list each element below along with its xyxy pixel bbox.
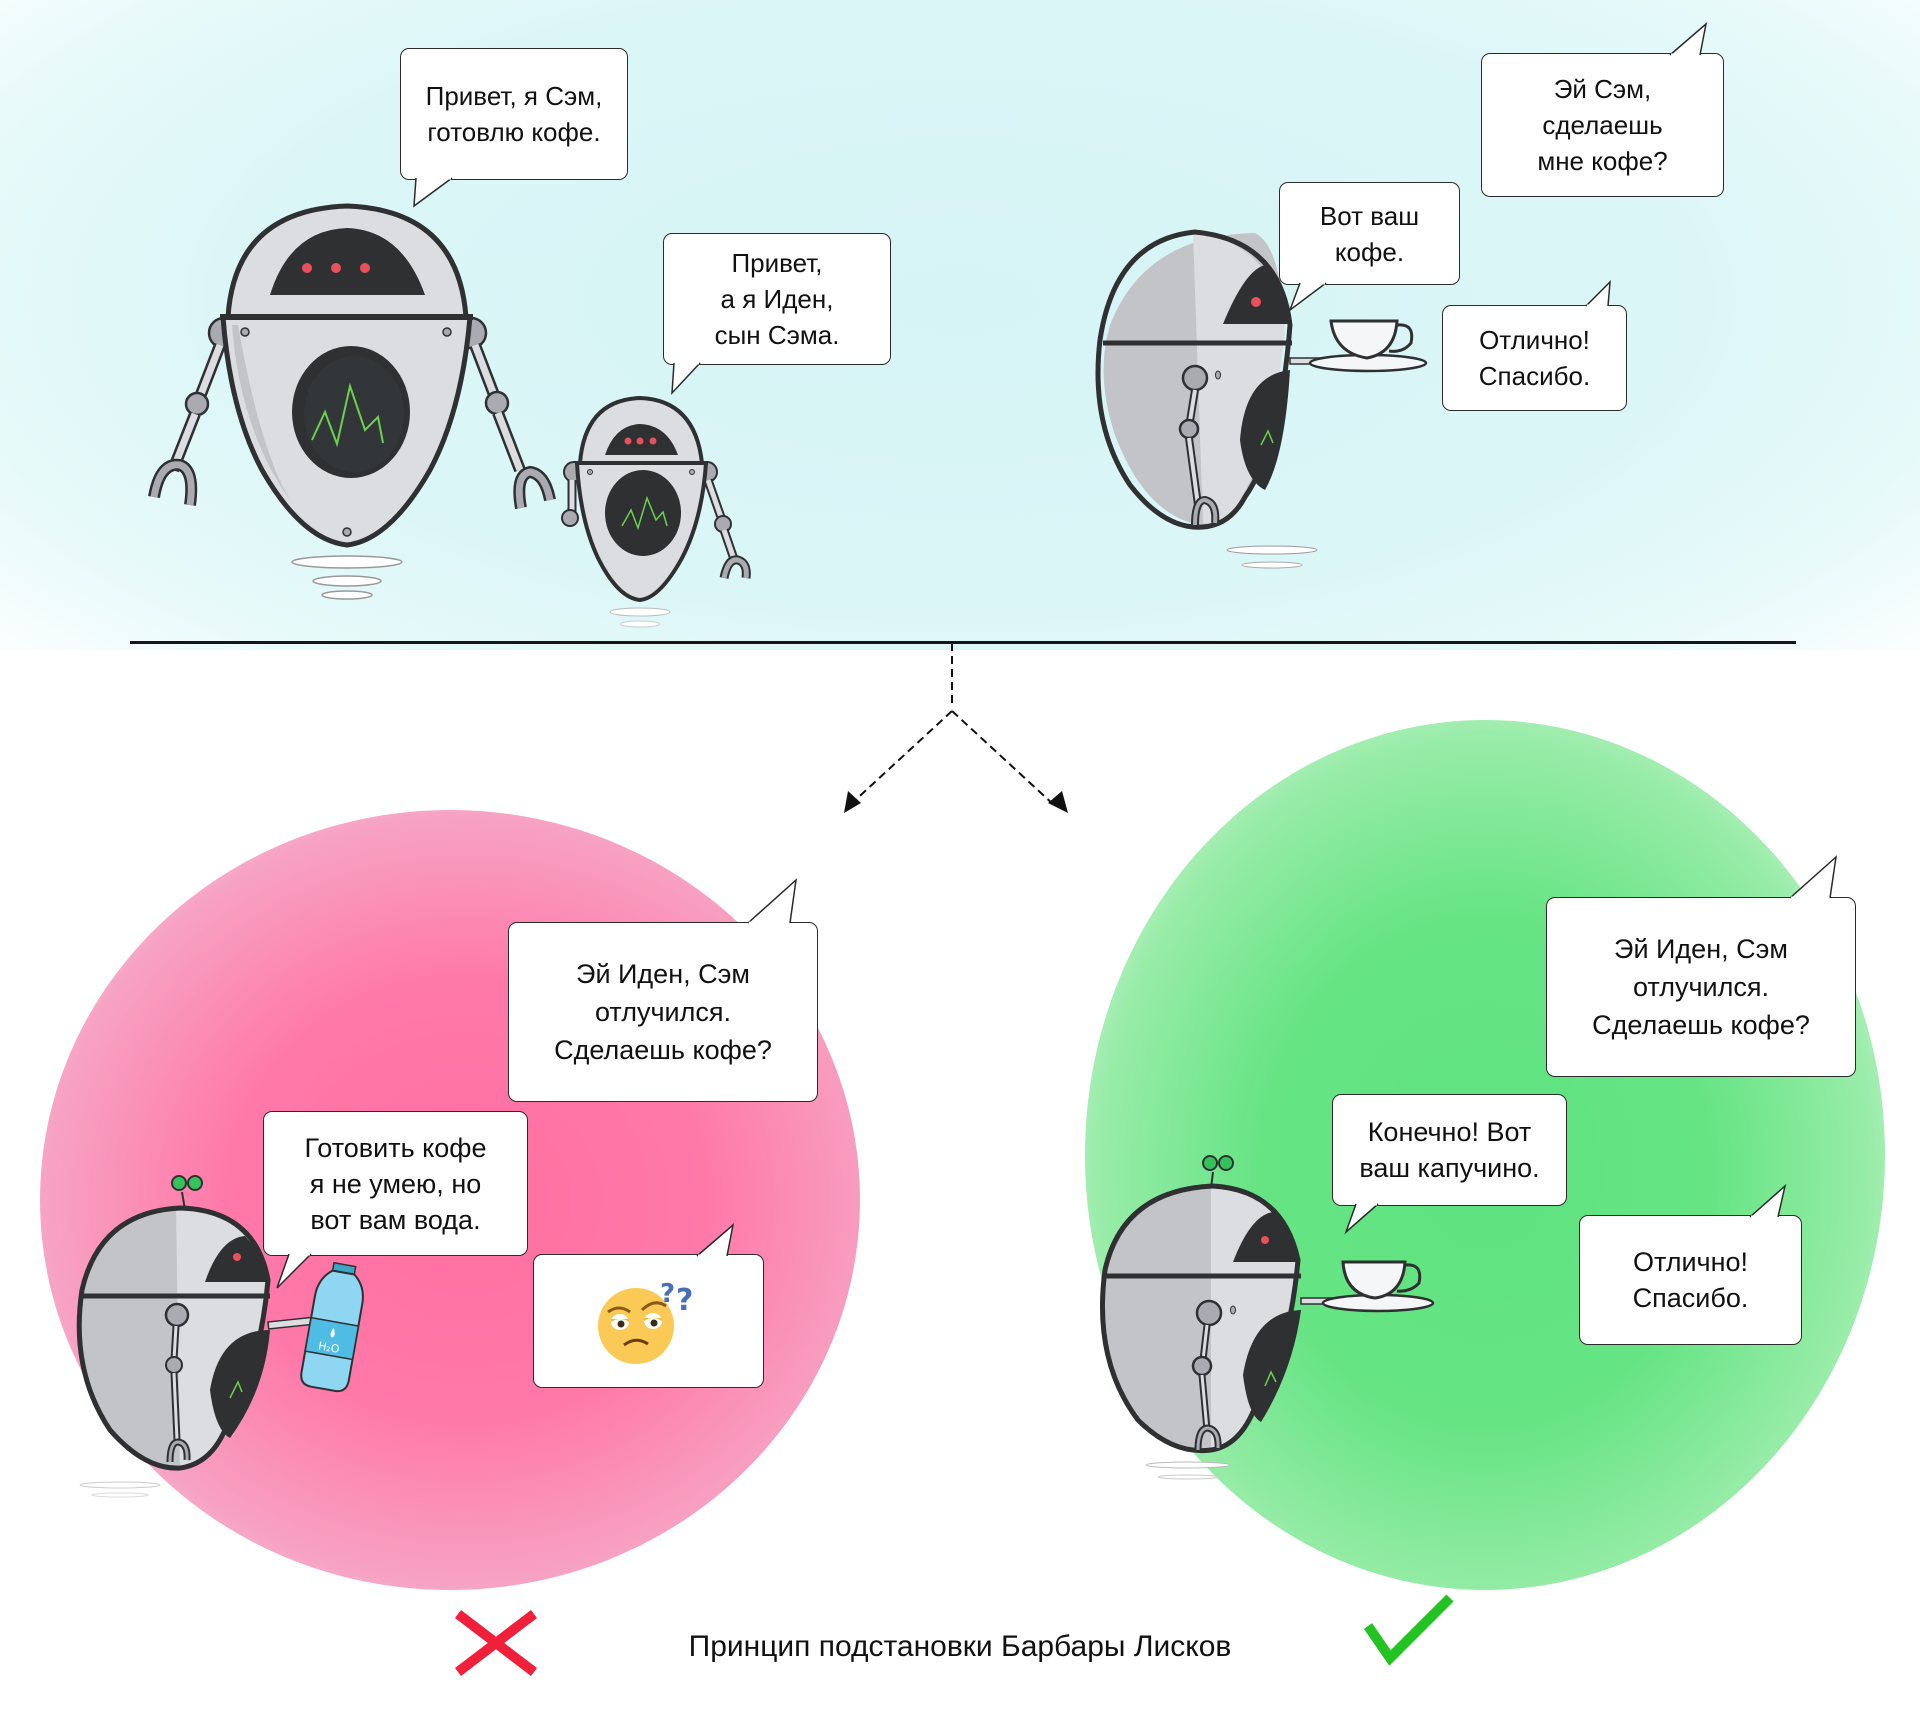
bubble-text: Отлично! Спасибо.: [1632, 1247, 1749, 1313]
speech-bubble-sam-reply: Вот ваш кофе.: [1279, 182, 1460, 285]
sam-screen-wave: [311, 382, 384, 448]
bubble-text: Эй Иден, Сэм отлучился. Сделаешь кофе?: [554, 959, 772, 1065]
bubble-text: Отлично! Спасибо.: [1478, 325, 1591, 391]
bubble-text: Привет, а я Иден, сын Сэма.: [714, 248, 840, 350]
eden-robot-water: [76, 1175, 315, 1498]
bubble-text: Привет, я Сэм, готовлю кофе.: [425, 81, 603, 147]
branch-arrows: [844, 643, 1068, 813]
cross-icon: [454, 1610, 538, 1676]
title-text: Принцип подстановки Барбары Лисков: [688, 1630, 1232, 1663]
speech-bubble-customer-thanks-good: Отлично! Спасибо.: [1579, 1215, 1802, 1345]
bubble-text: Вот ваш кофе.: [1319, 200, 1420, 267]
coffee-cup: [1329, 319, 1399, 360]
speech-bubble-customer-request: Эй Сэм, сделаешь мне кофе?: [1481, 53, 1724, 197]
speech-bubble-customer-thanks: Отлично! Спасибо.: [1442, 305, 1627, 411]
eden-robot: [561, 395, 751, 628]
bubble-text: Конечно! Вот ваш капучино.: [1359, 1117, 1540, 1183]
check-icon: [1363, 1594, 1454, 1666]
speech-bubble-eden-intro: Привет, а я Иден, сын Сэма.: [663, 233, 891, 365]
scene-divider: [130, 641, 1796, 644]
speech-bubble-customer-request-bad: Эй Иден, Сэм отлучился. Сделаешь кофе?: [508, 922, 818, 1102]
arrowhead-left: [844, 791, 861, 813]
bottle-label: H₂O: [317, 1339, 341, 1356]
speech-bubble-sam-intro: Привет, я Сэм, готовлю кофе.: [400, 48, 628, 180]
speech-bubble-customer-request-good: Эй Иден, Сэм отлучился. Сделаешь кофе?: [1546, 897, 1856, 1077]
diagram-title: Принцип подстановки Барбары Лисков: [0, 1630, 1920, 1664]
svg-text:?: ?: [676, 1283, 693, 1318]
arrowhead-right: [1048, 791, 1068, 813]
speech-bubble-eden-refuses: Готовить кофе я не умею, но вот вам вода…: [263, 1111, 528, 1256]
bubble-text: Эй Сэм, сделаешь мне кофе?: [1537, 74, 1668, 176]
speech-bubble-eden-serves: Конечно! Вот ваш капучино.: [1332, 1094, 1567, 1206]
confused-face-emoji: ? ?: [597, 1279, 693, 1364]
sam-robot: [148, 203, 556, 600]
eden-robot-coffee: [1099, 1155, 1435, 1480]
speech-bubble-customer-confused: ? ?: [533, 1254, 764, 1388]
cappuccino-cup: [1341, 1260, 1407, 1300]
bubble-text: Эй Иден, Сэм отлучился. Сделаешь кофе?: [1592, 934, 1810, 1040]
sam-serving-robot: [1095, 229, 1428, 569]
svg-text:?: ?: [660, 1279, 675, 1309]
water-bottle-icon: H₂O: [300, 1261, 364, 1393]
bubble-text: Готовить кофе я не умею, но вот вам вода…: [304, 1132, 487, 1235]
